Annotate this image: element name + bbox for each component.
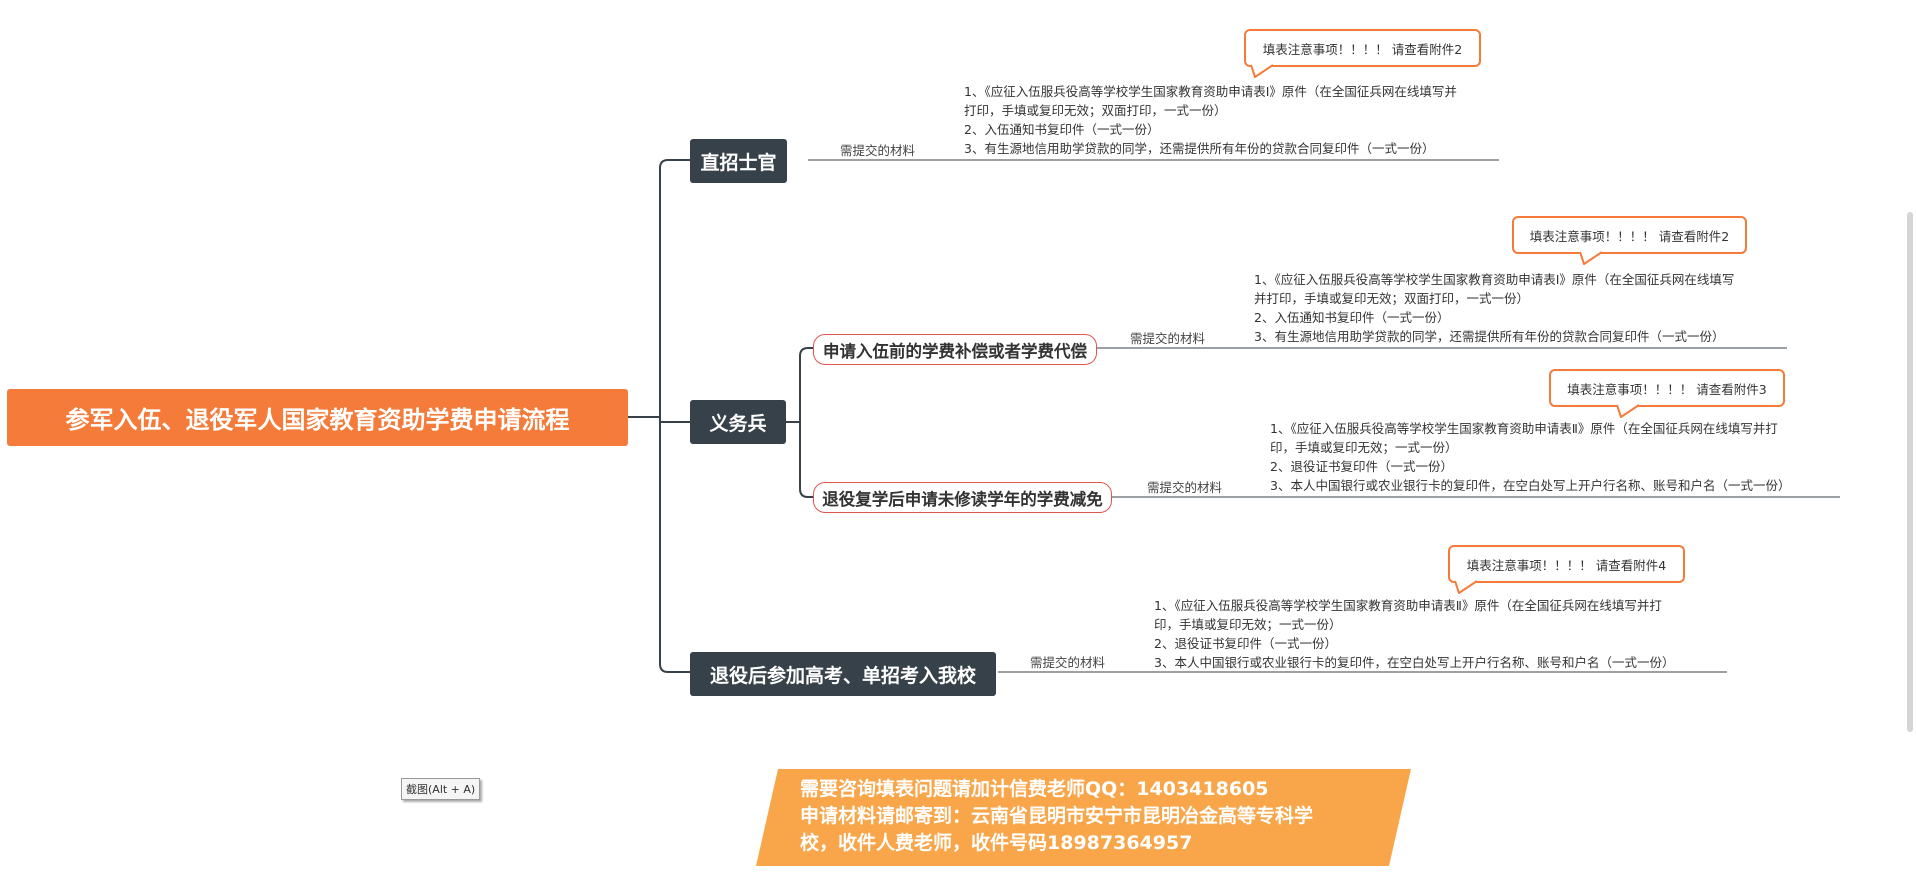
vertical-scrollbar[interactable] xyxy=(1907,212,1913,732)
screenshot-tooltip: 截图(Alt + A) xyxy=(401,778,481,800)
branch-connector-zhizhao xyxy=(659,159,690,417)
note-line: 印，手填或复印无效；一式一份） xyxy=(1154,617,1342,632)
topic-gaokao[interactable]: 退役后参加高考、单招考入我校 xyxy=(690,652,996,696)
callout-text: 填表注意事项！！！！ 请查看附件3 xyxy=(1567,381,1767,397)
note-gaokao: 1、《应征入伍服兵役高等学校学生国家教育资助申请表Ⅱ》原件（在全国征兵网在线填写… xyxy=(1154,596,1674,672)
callout-gaokao[interactable]: 填表注意事项！！！！ 请查看附件4 xyxy=(1448,545,1685,594)
root-title: 参军入伍、退役军人国家教育资助学费申请流程 xyxy=(65,406,570,434)
note-line: 1、《应征入伍服兵役高等学校学生国家教育资助申请表Ⅰ》原件（在全国征兵网在线填写… xyxy=(964,84,1457,99)
note-line: 1、《应征入伍服兵役高等学校学生国家教育资助申请表Ⅱ》原件（在全国征兵网在线填写… xyxy=(1154,598,1662,613)
sub-connector-2 xyxy=(799,422,813,498)
sub-connector-1 xyxy=(799,347,813,422)
label-sub1: 需提交的材料 xyxy=(1130,331,1206,346)
root-topic[interactable]: 参军入伍、退役军人国家教育资助学费申请流程 xyxy=(7,389,628,446)
callout-sub2[interactable]: 填表注意事项！！！！ 请查看附件3 xyxy=(1549,369,1785,418)
label-gaokao: 需提交的材料 xyxy=(1030,655,1106,670)
label-zhizhao: 需提交的材料 xyxy=(840,143,916,158)
banner-line: 校，收件人费老师，收件号码18987364957 xyxy=(800,832,1193,854)
callout-sub1[interactable]: 填表注意事项！！！！ 请查看附件2 xyxy=(1512,216,1747,265)
note-line: 印，手填或复印无效；一式一份） xyxy=(1270,440,1458,455)
note-line: 2、退役证书复印件（一式一份） xyxy=(1270,459,1453,474)
topic-yiwu[interactable]: 义务兵 xyxy=(690,400,786,444)
topic-zhizhao[interactable]: 直招士官 xyxy=(690,139,787,183)
callout-text: 填表注意事项！！！！ 请查看附件2 xyxy=(1529,228,1730,244)
note-line: 并打印，手填或复印无效；双面打印，一式一份） xyxy=(1254,291,1530,306)
note-line: 3、有生源地信用助学贷款的同学，还需提供所有年份的贷款合同复印件（一式一份） xyxy=(964,141,1435,156)
topic-gaokao-label: 退役后参加高考、单招考入我校 xyxy=(709,664,976,687)
note-line: 3、本人中国银行或农业银行卡的复印件，在空白处写上开户行名称、账号和户名（一式一… xyxy=(1154,655,1675,670)
callout-zhizhao[interactable]: 填表注意事项！！！！ 请查看附件2 xyxy=(1244,29,1481,78)
banner-line: 需要咨询填表问题请加计信费老师QQ：1403418605 xyxy=(800,778,1269,800)
note-line: 2、入伍通知书复印件（一式一份） xyxy=(964,122,1160,137)
topic-zhizhao-label: 直招士官 xyxy=(700,151,777,174)
callout-text: 填表注意事项！！！！ 请查看附件4 xyxy=(1466,557,1667,573)
callout-text: 填表注意事项！！！！ 请查看附件2 xyxy=(1262,41,1463,57)
subtopic-tuition-compensation[interactable]: 申请入伍前的学费补偿或者学费代偿 xyxy=(813,334,1097,365)
subtopic-label: 退役复学后申请未修读学年的学费减免 xyxy=(822,489,1103,509)
note-line: 2、入伍通知书复印件（一式一份） xyxy=(1254,310,1450,325)
note-sub2: 1、《应征入伍服兵役高等学校学生国家教育资助申请表Ⅱ》原件（在全国征兵网在线填写… xyxy=(1270,419,1790,495)
callout-tail xyxy=(1455,580,1477,594)
label-sub2: 需提交的材料 xyxy=(1147,480,1223,495)
note-line: 3、本人中国银行或农业银行卡的复印件，在空白处写上开户行名称、账号和户名（一式一… xyxy=(1270,478,1791,493)
callout-tail xyxy=(1617,404,1639,418)
topic-yiwu-label: 义务兵 xyxy=(709,412,767,435)
note-line: 打印，手填或复印无效；双面打印，一式一份） xyxy=(964,103,1227,118)
callout-tail xyxy=(1251,64,1273,78)
subtopic-tuition-waiver[interactable]: 退役复学后申请未修读学年的学费减免 xyxy=(813,482,1112,513)
note-line: 2、退役证书复印件（一式一份） xyxy=(1154,636,1337,651)
banner-line: 申请材料请邮寄到：云南省昆明市安宁市昆明冶金高等专科学 xyxy=(800,805,1314,827)
note-sub1: 1、《应征入伍服兵役高等学校学生国家教育资助申请表Ⅰ》原件（在全国征兵网在线填写… xyxy=(1254,270,1734,346)
branch-connector-gaokao xyxy=(659,417,690,673)
contact-banner[interactable]: 需要咨询填表问题请加计信费老师QQ：1403418605 申请材料请邮寄到：云南… xyxy=(800,776,1313,857)
note-line: 1、《应征入伍服兵役高等学校学生国家教育资助申请表Ⅱ》原件（在全国征兵网在线填写… xyxy=(1270,421,1778,436)
note-line: 1、《应征入伍服兵役高等学校学生国家教育资助申请表Ⅰ》原件（在全国征兵网在线填写 xyxy=(1254,272,1735,287)
subtopic-label: 申请入伍前的学费补偿或者学费代偿 xyxy=(823,341,1087,361)
note-line: 3、有生源地信用助学贷款的同学，还需提供所有年份的贷款合同复印件（一式一份） xyxy=(1254,329,1725,344)
note-zhizhao: 1、《应征入伍服兵役高等学校学生国家教育资助申请表Ⅰ》原件（在全国征兵网在线填写… xyxy=(964,82,1457,158)
callout-tail xyxy=(1580,251,1602,265)
